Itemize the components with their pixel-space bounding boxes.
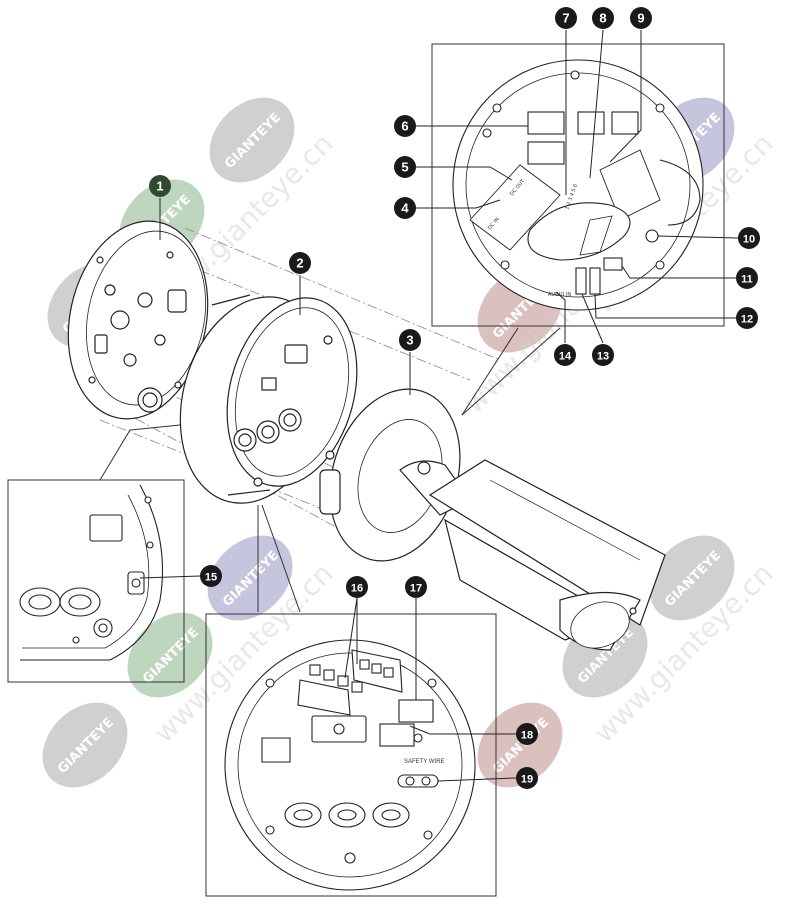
callout-number: 1 — [156, 179, 163, 194]
callout-circle — [399, 329, 421, 351]
callout-17: 17 — [405, 576, 427, 598]
callout-circle — [394, 156, 416, 178]
callout-number: 16 — [351, 583, 363, 595]
callout-number: 14 — [559, 351, 572, 363]
callout-number: 12 — [741, 314, 753, 326]
detail-panel-junction-side — [7, 424, 185, 683]
watermark-logo: GIANTEYE — [209, 97, 295, 183]
callout-circle — [555, 7, 577, 29]
callout-number: 10 — [743, 234, 755, 246]
junction-box — [179, 294, 358, 504]
watermark-logo: GIANTEYE — [127, 612, 213, 698]
callout-number: 3 — [406, 333, 413, 348]
detail-panel-junction-inside: SAFETY WIRE — [205, 504, 497, 897]
callout-circle — [394, 197, 416, 219]
callout-14: 14 — [554, 344, 576, 366]
callout-circle — [630, 7, 652, 29]
callout-3: 3 — [399, 329, 421, 351]
watermark-logo: GIANTEYE — [477, 702, 563, 788]
callout-number: 19 — [521, 774, 533, 786]
callout-number: 2 — [296, 256, 303, 271]
detail-panel-connector-lines — [461, 327, 561, 416]
callout-leader-lines — [139, 29, 739, 782]
callout-number: 15 — [205, 572, 217, 584]
watermark-logo: GIANTEYE — [207, 535, 293, 621]
callout-number: 13 — [597, 351, 609, 363]
callout-circle — [736, 267, 758, 289]
callout-number: 6 — [401, 119, 408, 134]
callout-10: 10 — [738, 227, 760, 249]
callout-12: 12 — [736, 307, 758, 329]
callout-1: 1 — [149, 175, 171, 197]
callout-11: 11 — [736, 267, 758, 289]
callout-circle — [592, 7, 614, 29]
callout-circle — [405, 576, 427, 598]
callout-13: 13 — [592, 344, 614, 366]
callout-circle — [516, 723, 538, 745]
callout-8: 8 — [592, 7, 614, 29]
callout-number: 5 — [401, 160, 408, 175]
callout-circle — [738, 227, 760, 249]
detail-panel-camera-back: DC IN DC OUT 1 2 3 4 5 6 AUDIO IN — [431, 43, 725, 327]
watermark-logo: GIANTEYE — [42, 702, 128, 788]
callout-number: 7 — [562, 11, 569, 26]
callout-4: 4 — [394, 197, 416, 219]
callout-circle — [394, 115, 416, 137]
callout-circle — [516, 767, 538, 789]
callout-number: 8 — [599, 11, 606, 26]
callout-number: 18 — [521, 730, 533, 742]
mounting-plate — [67, 220, 209, 420]
callout-9: 9 — [630, 7, 652, 29]
callout-circle — [554, 344, 576, 366]
callout-circle — [736, 307, 758, 329]
watermark-logo: GIANTEYE — [649, 535, 735, 621]
bullet-camera — [319, 388, 666, 651]
callout-circle — [200, 565, 222, 587]
callout-circle — [149, 175, 171, 197]
callout-number: 9 — [637, 11, 644, 26]
callout-circle — [289, 252, 311, 274]
callout-2: 2 — [289, 252, 311, 274]
callout-circle — [592, 344, 614, 366]
callout-18: 18 — [516, 723, 538, 745]
callout-5: 5 — [394, 156, 416, 178]
callout-16: 16 — [346, 576, 368, 598]
callout-number: 4 — [401, 201, 409, 216]
callout-number: 11 — [741, 274, 753, 286]
callout-number: 17 — [410, 583, 422, 595]
callout-7: 7 — [555, 7, 577, 29]
safety-wire-label: SAFETY WIRE — [404, 759, 445, 765]
callout-19: 19 — [516, 767, 538, 789]
callout-15: 15 — [200, 565, 222, 587]
callout-circle — [346, 576, 368, 598]
callout-6: 6 — [394, 115, 416, 137]
